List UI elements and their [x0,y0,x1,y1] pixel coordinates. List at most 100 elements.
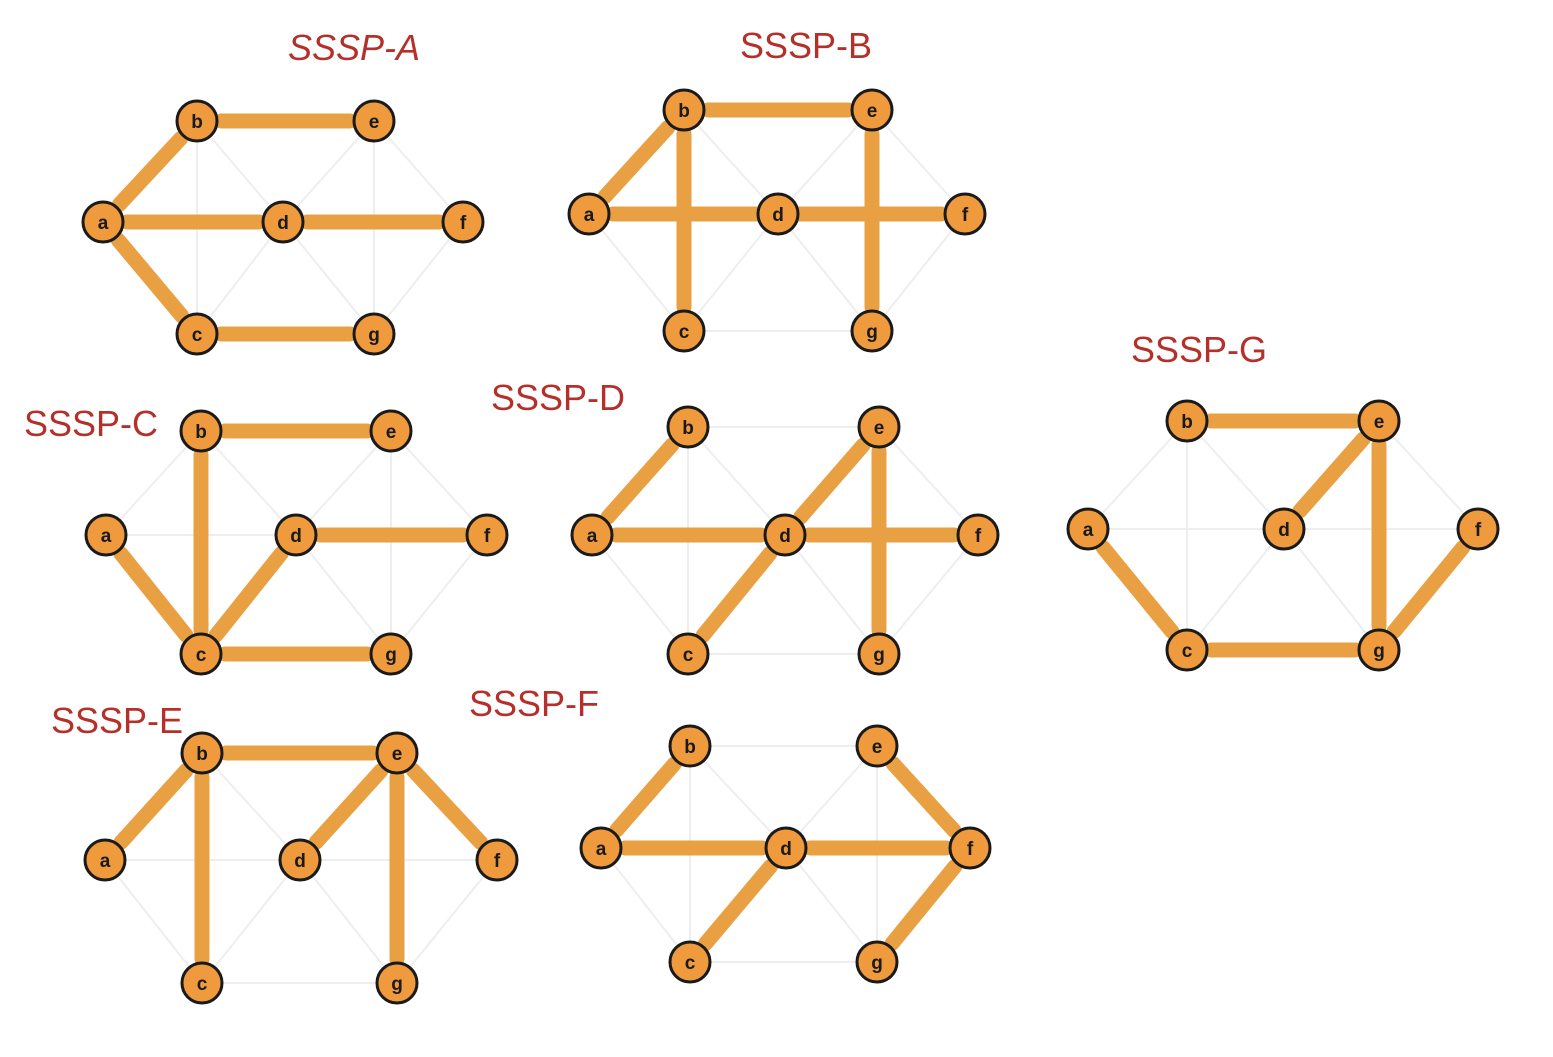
node-label: g [866,322,878,343]
node-label: c [683,645,694,666]
node-label: e [392,744,403,765]
node-label: c [197,974,208,995]
node-d: d [278,838,322,882]
graph-edge-dg [299,859,398,984]
node-label: a [584,205,595,226]
node-c: c [1165,628,1209,672]
node-circle [475,838,519,882]
graph-edge-bd [683,109,779,215]
node-g: g [855,940,899,984]
node-label: a [98,213,109,234]
node-e: e [857,405,901,449]
tree-edge-a-b [600,437,680,525]
node-circle [956,513,1000,557]
node-a: a [83,838,127,882]
node-label: g [385,645,397,666]
node-label: f [962,205,969,226]
node-label: c [192,325,203,346]
node-circle [1165,628,1209,672]
node-circle [763,513,807,557]
tree-edge-a-b [113,763,194,850]
node-circle [375,961,419,1005]
node-circle [857,405,901,449]
node-label: a [100,851,111,872]
node-circle [855,724,899,768]
node-circle [261,200,305,244]
node-e: e [375,731,419,775]
tree-edge-e-f [405,763,489,850]
graph-edge-bd [196,120,284,223]
node-circle [441,200,485,244]
tree-edge-a-c [1095,540,1180,639]
node-label: d [290,526,302,547]
graph-edge-ef [373,120,464,223]
graph-edge-bd [687,426,786,536]
node-e: e [855,724,899,768]
node-circle [180,731,224,775]
node-circle [579,826,623,870]
graph-edge-bd [689,745,787,849]
node-label: g [1373,641,1385,662]
node-circle [668,724,712,768]
tree-edge-e-f [885,756,962,838]
tree-edge-d-e [1292,431,1371,519]
node-circle [948,826,992,870]
node-a: a [84,513,128,557]
node-a: a [579,826,623,870]
node-circle [352,99,396,143]
panel-title: SSSP-C [24,403,158,444]
node-d: d [274,513,318,557]
node-circle [668,940,712,984]
node-c: c [175,312,219,356]
node-circle [567,192,611,236]
node-circle [179,409,223,453]
graph-edge-cd [683,213,779,332]
graph-edge-ac [588,213,685,332]
node-f: f [943,192,987,236]
graph-edge-fg [871,213,966,332]
node-circle [662,309,706,353]
node-label: c [685,953,696,974]
node-label: d [277,213,289,234]
node-circle [1165,399,1209,443]
node-label: d [779,526,791,547]
panel-title: SSSP-E [51,700,183,741]
graph-edge-ef [390,430,488,536]
node-circle [666,632,710,676]
node-label: e [1374,412,1385,433]
node-g: g [352,312,396,356]
node-b: b [666,405,710,449]
graph-edge-fg [373,221,464,335]
node-a: a [81,200,125,244]
graph-edge-ef [1378,420,1479,530]
graph-edge-de [295,430,392,536]
node-g: g [375,961,419,1005]
tree-edge-f-g [884,859,963,951]
node-circle [1262,507,1306,551]
node-circle [83,838,127,882]
node-circle [1066,507,1110,551]
node-circle [855,940,899,984]
tree-edge-d-c [695,546,778,643]
node-label: e [369,112,380,133]
node-b: b [1165,399,1209,443]
node-circle [81,200,125,244]
node-circle [1357,628,1401,672]
node-b: b [180,731,224,775]
graph-edge-ac [591,534,689,655]
graph-edge-cd [201,859,301,984]
node-label: a [587,526,598,547]
node-b: b [175,99,219,143]
node-label: e [386,422,397,443]
graph-edge-dg [785,847,878,963]
graph-edge-de [777,109,873,215]
node-e: e [369,409,413,453]
node-circle [465,513,509,557]
tree-edge-f-g [1386,540,1471,639]
node-b: b [179,409,223,453]
